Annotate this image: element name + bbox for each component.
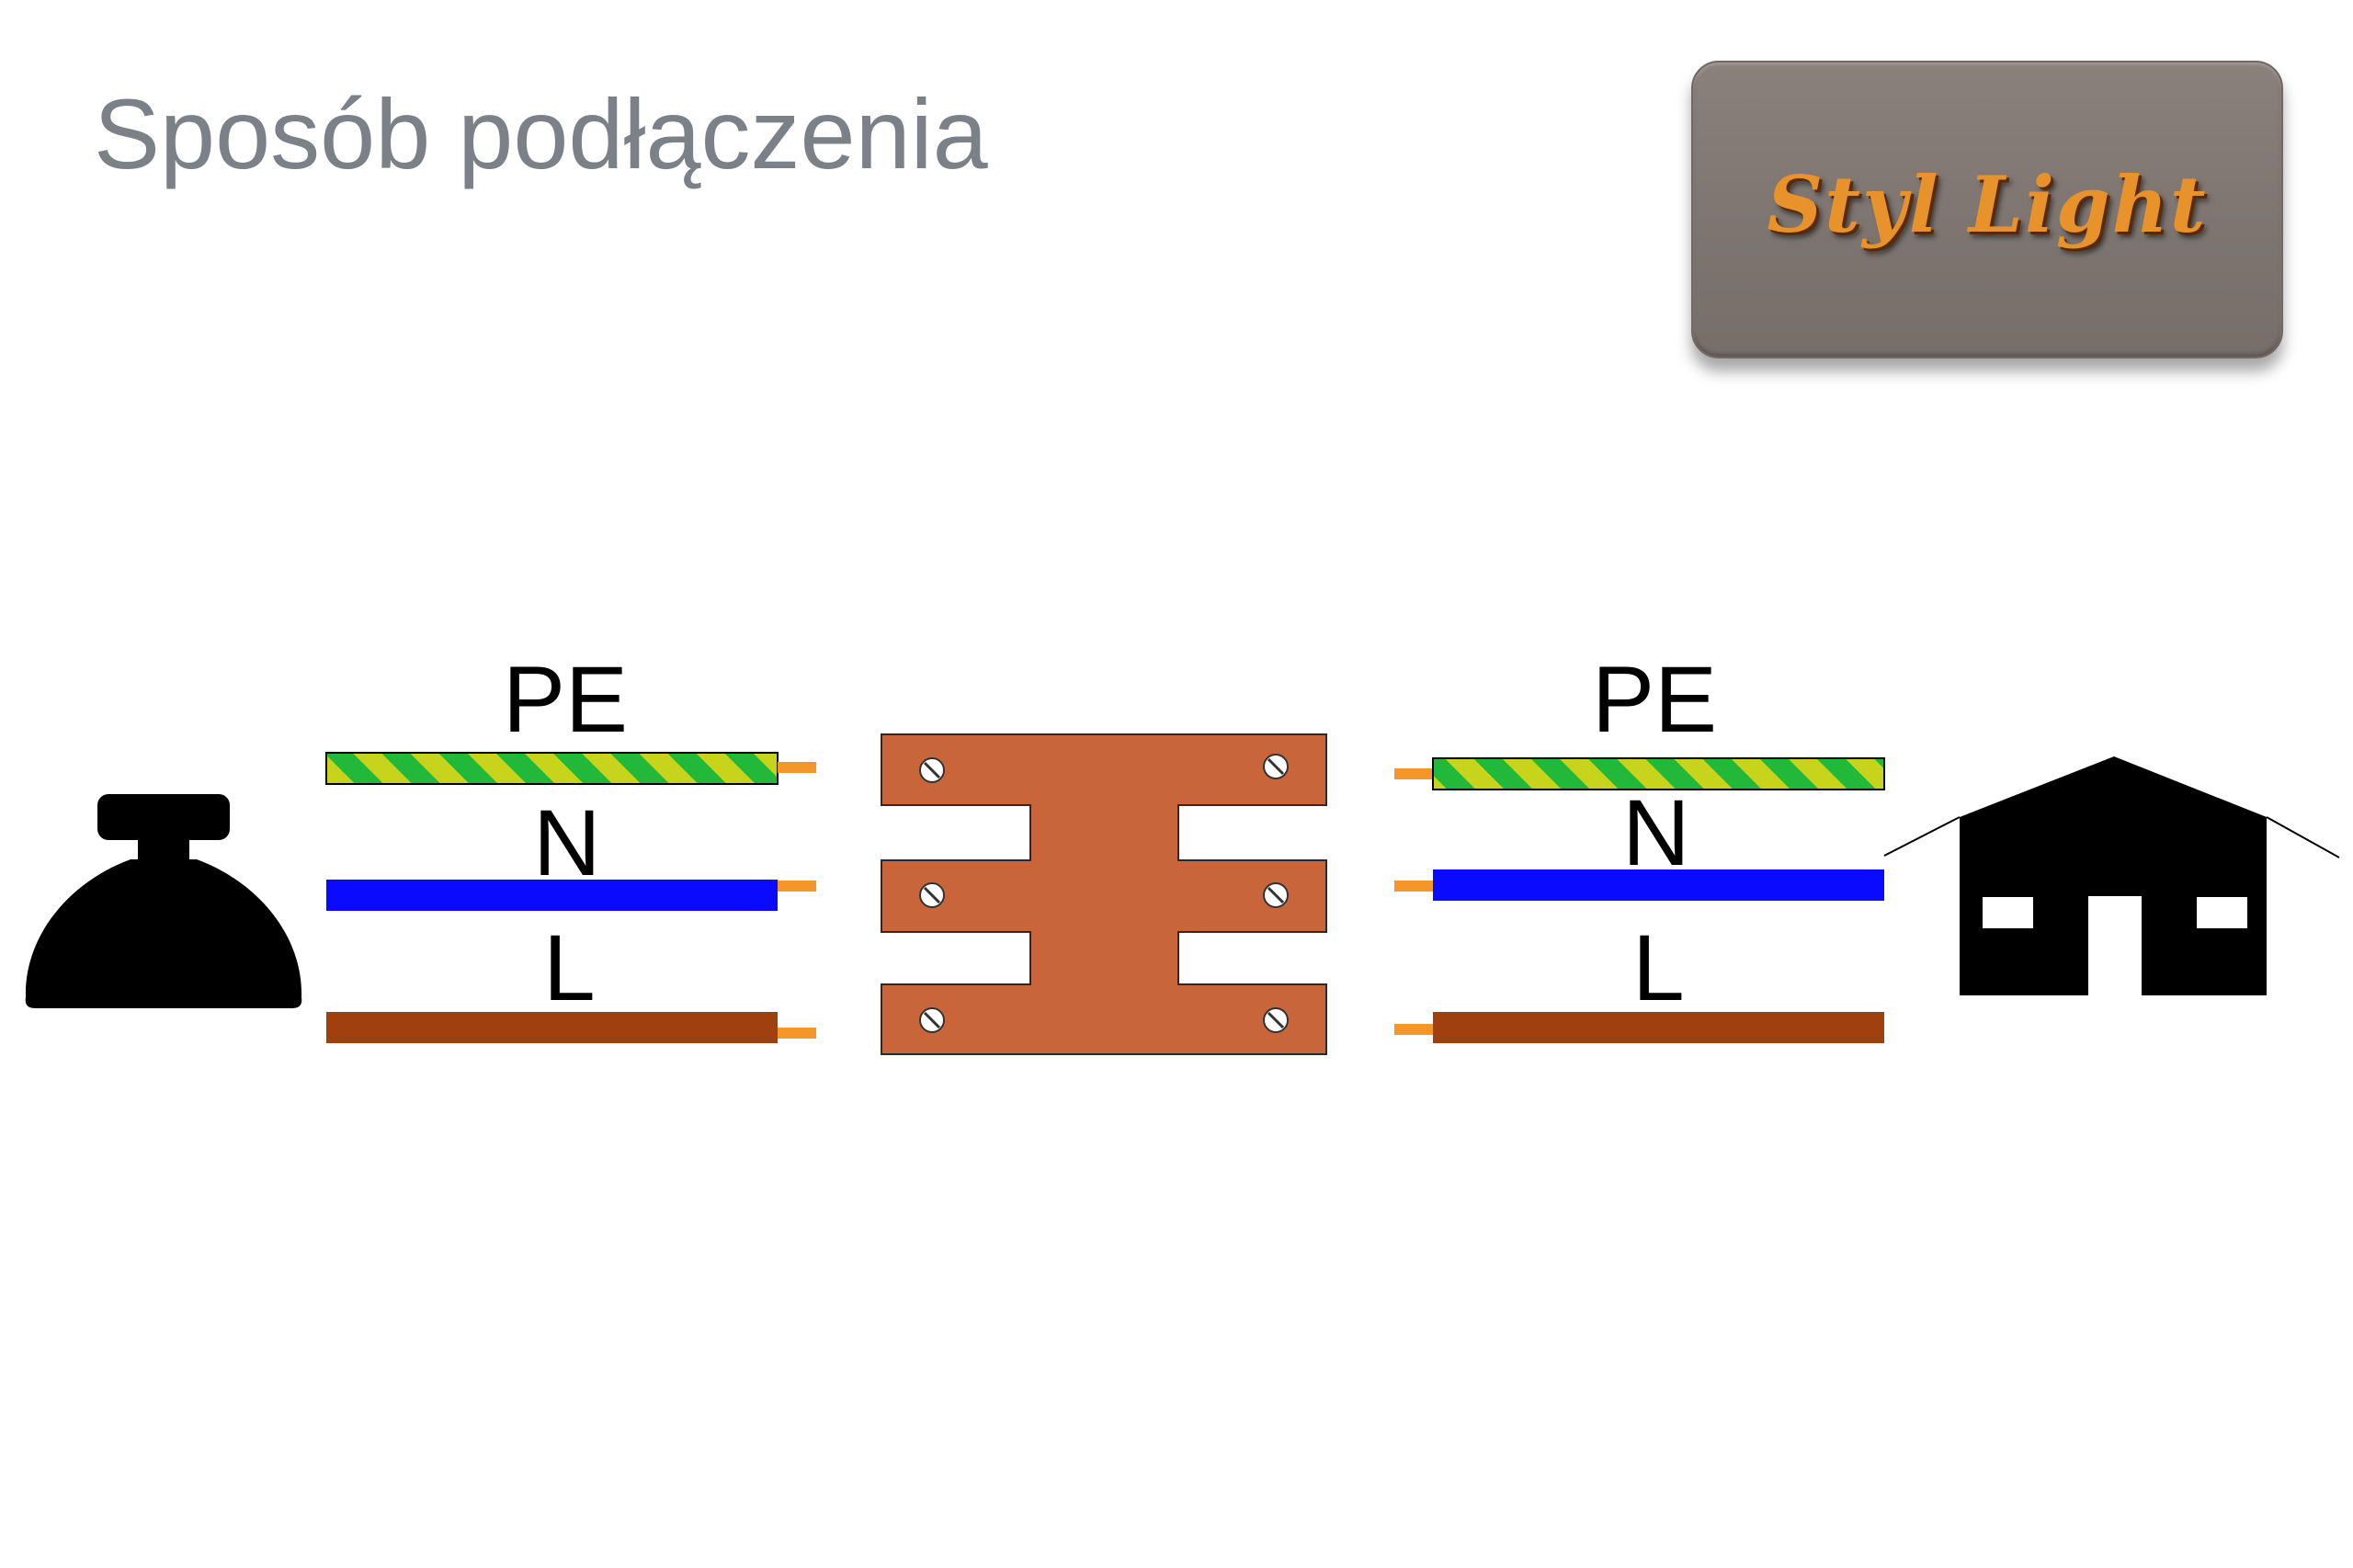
logo-text: Styl Light bbox=[1767, 159, 2208, 250]
right-l-label: L bbox=[1632, 915, 1685, 1020]
left-pe-label: PE bbox=[503, 647, 629, 752]
right-l-wire-tip bbox=[1394, 1024, 1433, 1035]
left-n-label: N bbox=[533, 790, 601, 895]
left-pe-wire bbox=[325, 752, 779, 785]
terminal-block-icon bbox=[881, 733, 1327, 1055]
left-wires bbox=[325, 752, 816, 1043]
right-n-wire bbox=[1433, 869, 1884, 901]
right-n-label: N bbox=[1622, 780, 1690, 885]
ceiling-lamp-icon bbox=[25, 794, 302, 1008]
right-pe-label: PE bbox=[1592, 647, 1718, 752]
left-n-wire-tip bbox=[778, 881, 816, 892]
right-pe-wire bbox=[1432, 757, 1885, 790]
right-pe-wire-tip bbox=[1394, 768, 1433, 779]
page-title: Sposób podłączenia bbox=[94, 78, 988, 189]
left-pe-wire-tip bbox=[778, 762, 816, 773]
left-l-label: L bbox=[543, 915, 596, 1020]
left-l-wire-tip bbox=[778, 1028, 816, 1039]
right-wires bbox=[1394, 757, 1885, 1043]
right-n-wire-tip bbox=[1394, 881, 1433, 892]
house-icon bbox=[1883, 756, 2340, 995]
styl-light-logo: Styl Light bbox=[1691, 61, 2283, 358]
left-l-wire bbox=[326, 1012, 778, 1043]
left-n-wire bbox=[326, 880, 778, 911]
right-l-wire bbox=[1433, 1012, 1884, 1043]
